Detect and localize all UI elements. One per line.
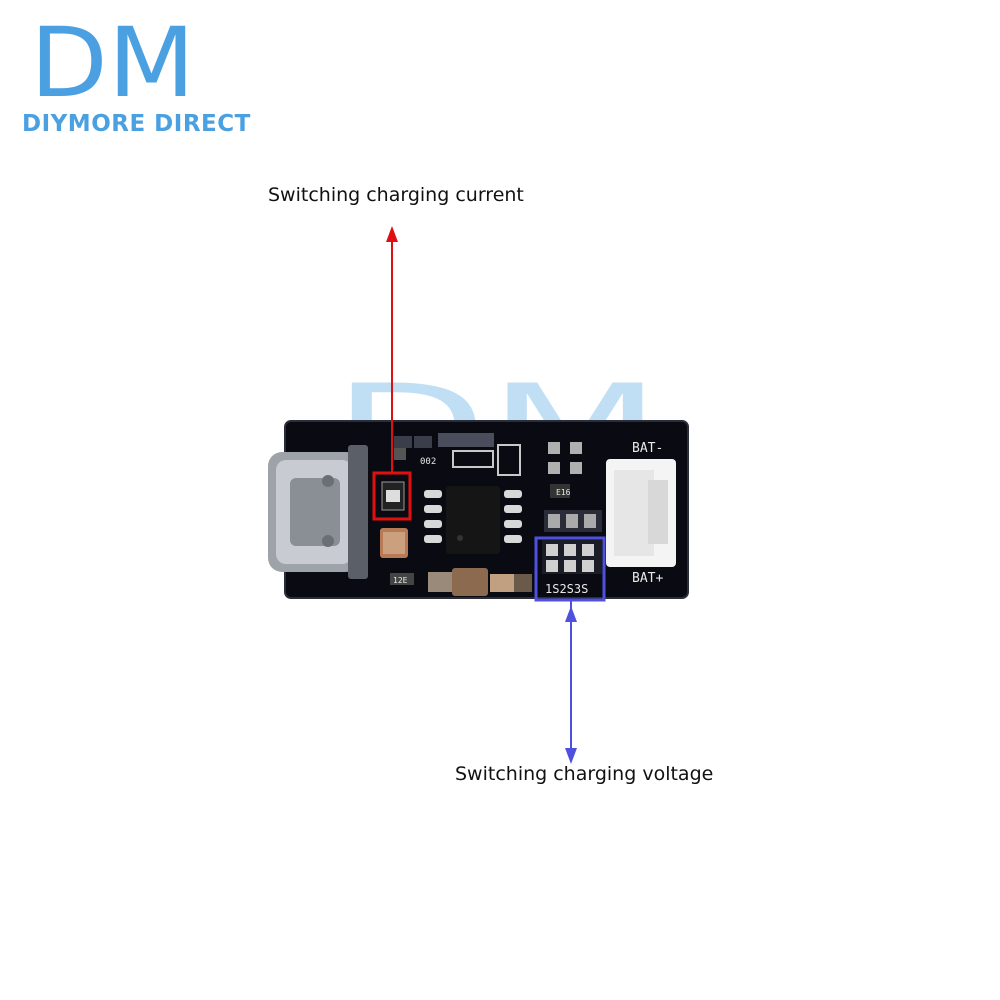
bat-plus-label: BAT+ bbox=[632, 571, 663, 586]
current-arrow-head bbox=[386, 226, 398, 242]
voltage-arrow-head-top bbox=[565, 606, 577, 622]
current-annotation bbox=[372, 226, 412, 521]
charger-pcb: 002 12E bbox=[268, 420, 689, 599]
usb-c-connector bbox=[268, 445, 368, 579]
charger-ic bbox=[424, 486, 522, 554]
brand-logo-text: DM bbox=[30, 18, 195, 108]
current-annotation-label: Switching charging current bbox=[268, 184, 524, 206]
voltage-annotation-label: Switching charging voltage bbox=[455, 763, 714, 785]
svg-text:002: 002 bbox=[420, 457, 436, 467]
battery-connector bbox=[606, 459, 676, 567]
svg-text:E16: E16 bbox=[556, 488, 571, 497]
voltage-annotation bbox=[534, 536, 606, 764]
brand-logo-dm: DM bbox=[30, 18, 195, 108]
svg-text:12E: 12E bbox=[393, 576, 408, 585]
bat-minus-label: BAT- bbox=[632, 441, 663, 456]
brand-name: DIYMORE DIRECT bbox=[22, 111, 251, 137]
cell-select-silkscreen: 1S2S3S bbox=[545, 582, 588, 596]
voltage-arrow-head-bottom bbox=[565, 748, 577, 764]
